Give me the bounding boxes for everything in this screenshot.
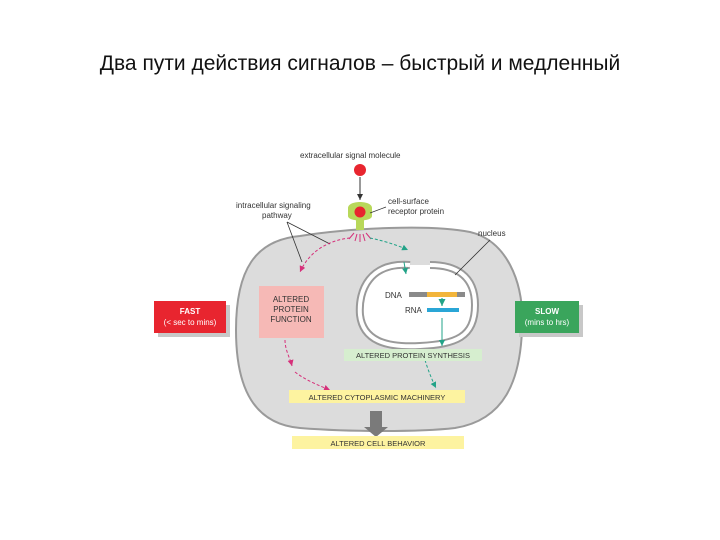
signal-molecule-label: extracellular signal molecule xyxy=(300,151,401,160)
slow-pathway-arrow-4 xyxy=(424,359,437,389)
altered-machinery-box xyxy=(289,390,465,403)
dna-bar-grey-right xyxy=(457,292,465,297)
fast-pathway-arrow-2 xyxy=(284,339,294,367)
receptor-label-2: receptor protein xyxy=(388,207,444,216)
bound-signal xyxy=(354,206,366,218)
output-arrow-shaft xyxy=(370,411,382,428)
svg-text:ALTERED PROTEIN SYNTHESIS: ALTERED PROTEIN SYNTHESIS xyxy=(356,351,470,360)
rna-bar xyxy=(427,308,459,312)
svg-text:SLOW: SLOW xyxy=(535,307,559,316)
svg-text:PROTEIN: PROTEIN xyxy=(273,305,309,314)
rna-label: RNA xyxy=(405,306,423,315)
altered-behavior-box xyxy=(292,436,464,449)
svg-text:(< sec to mins): (< sec to mins) xyxy=(164,318,217,327)
slow-box xyxy=(515,301,579,333)
dna-label: DNA xyxy=(385,291,403,300)
dna-bar-gold xyxy=(427,292,457,297)
svg-text:FAST: FAST xyxy=(180,307,201,316)
svg-text:(mins to hrs): (mins to hrs) xyxy=(525,318,570,327)
fast-pathway-arrow-1 xyxy=(299,237,351,273)
dna-bar-grey-left xyxy=(409,292,427,297)
slide-title: Два пути действия сигналов – быстрый и м… xyxy=(99,52,621,75)
pathway-label-2: pathway xyxy=(262,211,292,220)
svg-text:FUNCTION: FUNCTION xyxy=(270,315,312,324)
altered-protein-function-box xyxy=(259,286,324,338)
slow-pathway-arrow-1 xyxy=(369,237,409,251)
slow-pathway-arrow-2 xyxy=(402,261,408,275)
signal-molecule xyxy=(354,164,366,176)
fast-pathway-arrow-3 xyxy=(294,371,331,391)
fast-box xyxy=(154,301,226,333)
pathway-label-1: intracellular signaling xyxy=(236,201,311,210)
nucleus-label: nucleus xyxy=(478,229,506,238)
altered-protein-synthesis-box xyxy=(344,349,482,361)
output-arrow-head xyxy=(364,427,388,437)
svg-text:ALTERED: ALTERED xyxy=(273,295,310,304)
svg-text:ALTERED CYTOPLASMIC MACHINERY: ALTERED CYTOPLASMIC MACHINERY xyxy=(309,393,446,402)
svg-text:ALTERED CELL BEHAVIOR: ALTERED CELL BEHAVIOR xyxy=(331,439,426,448)
receptor-label-1: cell-surface xyxy=(388,197,429,206)
